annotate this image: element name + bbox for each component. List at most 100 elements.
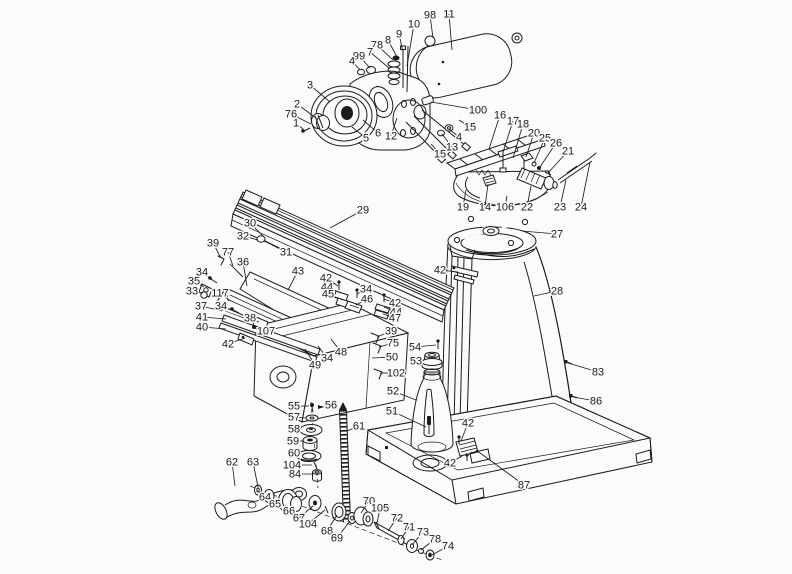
leader-line [460, 422, 469, 442]
part-number-label: 25 [539, 133, 551, 145]
part-number-label: 22 [521, 202, 533, 214]
part-number-label: 43 [292, 266, 304, 278]
leader-line [329, 209, 364, 229]
part-number-label: 12 [385, 131, 397, 143]
leader-line [307, 509, 326, 525]
part-number-label: 39 [207, 238, 219, 250]
part-number-label: 87 [518, 480, 530, 492]
leader-line [252, 461, 259, 488]
leader-line [559, 179, 567, 208]
part-number-label: 4 [456, 132, 462, 144]
part-number-label: 36 [237, 257, 249, 269]
part-number-label: 78 [371, 40, 383, 52]
leader-line [256, 325, 267, 332]
part-number-label: 10 [408, 19, 420, 31]
leader-line [358, 55, 371, 69]
leader-line [309, 84, 331, 103]
leader-line [572, 396, 597, 402]
part-number-label: 102 [387, 368, 405, 380]
part-number-label: 41 [196, 312, 208, 324]
part-number-label: 55 [288, 401, 300, 413]
vise-assembly-drawing [445, 132, 597, 207]
leader-line [431, 545, 449, 556]
leader-line [521, 230, 558, 235]
part-number-label: 100 [469, 105, 487, 117]
leader-line [392, 390, 417, 401]
part-number-label: 9 [396, 29, 402, 41]
part-number-label: 19 [457, 202, 469, 214]
part-number-label: 69 [331, 533, 343, 545]
leader-line [284, 504, 290, 512]
leader-line [533, 137, 546, 164]
leader-line [533, 290, 558, 297]
leader-line [371, 356, 393, 359]
leader-line [439, 269, 459, 273]
part-number-label: 39 [385, 326, 397, 338]
leader-line [362, 119, 379, 134]
part-number-label: 2 [294, 99, 300, 111]
leader-line [390, 117, 398, 137]
leader-line [458, 119, 471, 128]
leader-line [317, 345, 328, 359]
leader-line [271, 244, 287, 253]
part-number-label: 117 [211, 288, 229, 300]
part-number-label: 4 [349, 56, 355, 68]
part-number-label: 33 [186, 286, 198, 298]
leader-line [526, 185, 532, 208]
leader-line [293, 452, 298, 456]
base-drawing [365, 395, 653, 505]
part-number-label: 1 [293, 118, 299, 130]
part-number-label: 18 [517, 119, 529, 131]
leader-line [231, 461, 236, 487]
part-number-label: 42 [462, 418, 474, 430]
part-number-label: 83 [592, 367, 604, 379]
leader-line [242, 235, 259, 241]
leader-line [382, 313, 396, 319]
leader-line [512, 123, 524, 159]
part-number-label: 98 [424, 10, 436, 22]
part-number-label: 78 [429, 534, 441, 546]
column-drawing [441, 226, 575, 425]
leader-line [351, 60, 361, 71]
leader-line [525, 132, 535, 158]
leader-line [325, 277, 339, 287]
leader-line [351, 126, 367, 139]
part-number-label: 47 [389, 313, 401, 325]
part-number-label: 21 [562, 146, 574, 158]
leader-line [355, 298, 368, 306]
part-number-label: 30 [244, 218, 256, 230]
leader-line [502, 120, 514, 153]
part-number-label: 23 [554, 202, 566, 214]
part-number-label: 14 [479, 202, 491, 214]
leadscrew-drawing [339, 402, 351, 523]
part-number-label: 42 [389, 298, 401, 310]
leader-line [287, 270, 299, 291]
leader-line [547, 150, 569, 174]
part-number-label: 70 [363, 496, 375, 508]
part-number-label: 75 [387, 338, 399, 350]
leader-line [475, 449, 525, 486]
part-number-label: 49 [309, 360, 321, 372]
leader-line [304, 348, 316, 366]
part-number-label: 104 [299, 519, 317, 531]
leader-line [296, 103, 317, 119]
part-number-label: 51 [386, 406, 398, 418]
part-number-label: 50 [386, 352, 398, 364]
gear-stack-drawing [296, 401, 324, 489]
part-number-label: 104 [283, 460, 301, 472]
leader-line [398, 33, 404, 53]
leader-line [360, 500, 370, 514]
part-number-label: 42 [444, 458, 456, 470]
part-number-label: 26 [550, 138, 562, 150]
part-number-label: 7 [367, 47, 373, 59]
part-number-label: 52 [387, 386, 399, 398]
part-number-label: 32 [237, 231, 249, 243]
part-number-label: 34 [360, 284, 372, 296]
leader-line [326, 286, 342, 294]
part-number-label: 64 [259, 492, 271, 504]
part-number-label: 6 [375, 128, 381, 140]
part-number-label: 34 [215, 301, 227, 313]
leader-line [449, 455, 463, 464]
leader-line [580, 161, 591, 208]
